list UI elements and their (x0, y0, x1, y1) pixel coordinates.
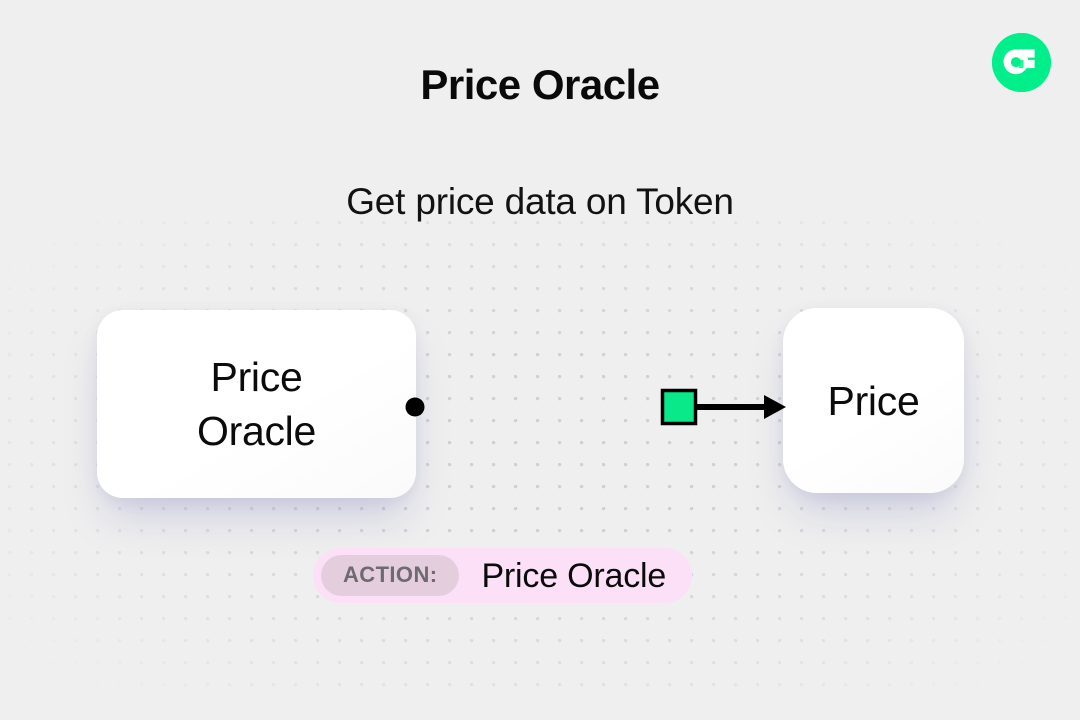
price-node-label: Price (827, 377, 920, 424)
action-badge-chip: ACTION: (321, 555, 460, 596)
price-oracle-node-label: Price Oracle (197, 354, 316, 454)
connector-green-marker[interactable] (660, 388, 698, 426)
action-badge-value: Price Oracle (481, 556, 667, 595)
page-subtitle: Get price data on Token (346, 181, 734, 222)
connector-edge (405, 388, 786, 426)
action-badge[interactable]: ACTION: Price Oracle (313, 548, 693, 603)
price-oracle-node[interactable]: Price Oracle (97, 310, 416, 498)
flow-logo-icon (992, 33, 1051, 92)
price-node[interactable]: Price (783, 308, 964, 493)
flow-logo[interactable] (992, 33, 1051, 92)
page-title: Price Oracle (420, 61, 660, 108)
